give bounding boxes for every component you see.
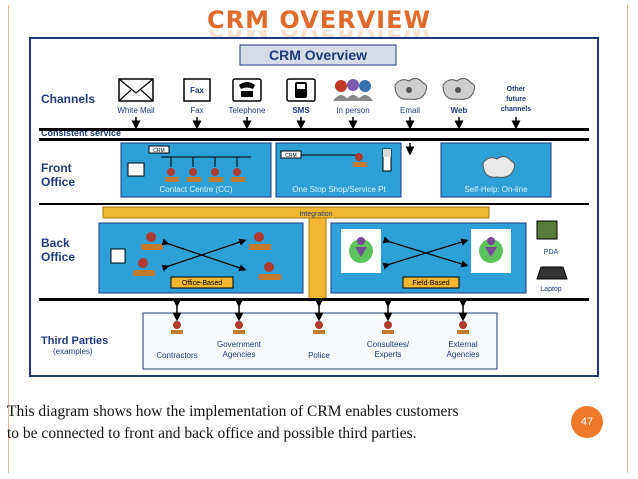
caption-line-2: to be connected to front and back office… xyxy=(7,425,417,442)
one-stop-shop-staff-icon xyxy=(301,148,392,172)
channel-arrows xyxy=(131,117,521,130)
integration-label: Integration xyxy=(299,211,332,218)
pda-icon xyxy=(536,220,558,240)
laptop-icon xyxy=(536,266,568,280)
web-icon xyxy=(442,77,476,100)
page-number-badge: 47 xyxy=(571,406,603,438)
channel-label: Web xyxy=(451,106,468,115)
row-label-channels: Channels xyxy=(41,92,95,106)
contact-centre-staff-icon xyxy=(127,156,251,182)
row-label-third-parties-note: (examples) xyxy=(53,347,93,356)
third-party-arrows xyxy=(172,298,468,322)
crm-tag-label: CRM xyxy=(285,153,296,159)
integration-bar xyxy=(102,206,490,219)
caption-line-1: This diagram shows how the implementatio… xyxy=(7,403,459,420)
office-based-tag xyxy=(170,276,234,289)
front-unit-label: One Stop Shop/Service Pt xyxy=(292,185,386,194)
third-party-label: Contractors xyxy=(156,351,197,360)
consistent-service-line-top xyxy=(39,128,589,131)
field-based-tag xyxy=(402,276,460,289)
slide-title: CRM OVERVIEW xyxy=(207,6,431,34)
channel-label: Email xyxy=(400,106,420,115)
front-back-divider xyxy=(39,203,589,205)
device-label: PDA xyxy=(544,249,559,256)
channel-label: In person xyxy=(336,106,369,115)
crm-diagram: CRM Overview Channels Consistent service… xyxy=(29,37,599,377)
sms-icon xyxy=(286,78,316,102)
crm-tag xyxy=(148,145,170,154)
third-party-label: External xyxy=(448,340,478,349)
office-based-staff-icons xyxy=(110,232,281,280)
channel-label-other: Other xyxy=(507,86,526,93)
channel-label: Fax xyxy=(190,106,203,115)
third-party-label: Agencies xyxy=(223,350,256,359)
channel-label: White Mail xyxy=(117,106,155,115)
email-icon xyxy=(394,77,428,100)
consistent-service-line-bottom xyxy=(39,138,589,141)
third-party-label: Experts xyxy=(374,350,401,359)
diagram-heading: CRM Overview xyxy=(269,47,367,63)
front-unit-label: Self-Help: On-line xyxy=(464,185,528,194)
channel-label-other: future xyxy=(506,96,526,103)
integration-connector xyxy=(308,217,327,300)
row-label-consistent-service: Consistent service xyxy=(41,128,121,138)
svg-text:Fax: Fax xyxy=(190,86,204,95)
telephone-icon xyxy=(232,78,262,102)
contact-centre-panel xyxy=(120,142,272,198)
channel-label: SMS xyxy=(292,106,310,115)
back-unit-label: Field-Based xyxy=(412,280,449,287)
white-mail-icon xyxy=(118,78,154,102)
third-party-label: Consultees/ xyxy=(367,340,410,349)
field-worker-icon xyxy=(479,237,503,263)
third-party-bus xyxy=(39,298,589,301)
fax-icon: Fax xyxy=(183,78,211,102)
field-based-arrows xyxy=(382,236,469,270)
back-unit-label: Office-Based xyxy=(182,280,222,287)
row-label-front-office-line1: Front xyxy=(41,161,72,175)
third-party-person-icons xyxy=(171,321,469,334)
device-label: Laptop xyxy=(540,286,562,293)
field-worker-icon xyxy=(349,237,373,263)
channel-label-other: channels xyxy=(501,106,531,113)
row-label-third-parties: Third Parties xyxy=(41,335,108,347)
third-party-label: Agencies xyxy=(447,350,480,359)
slide-border xyxy=(8,5,628,473)
third-party-label: Government xyxy=(217,340,262,349)
office-based-arrows xyxy=(161,238,247,272)
in-person-icon xyxy=(333,79,373,101)
row-label-back-office-line2: Office xyxy=(41,250,75,264)
crm-tag-label: CRM xyxy=(153,148,164,154)
front-unit-label: Contact Centre (CC) xyxy=(160,185,233,194)
row-label-front-office-line2: Office xyxy=(41,175,75,189)
diagram-heading-box xyxy=(239,44,397,66)
caption: This diagram shows how the implementatio… xyxy=(7,401,597,445)
self-help-web-icon xyxy=(482,155,516,178)
channel-label: Telephone xyxy=(229,106,266,115)
third-party-label: Police xyxy=(308,351,330,360)
row-label-back-office-line1: Back xyxy=(41,236,70,250)
